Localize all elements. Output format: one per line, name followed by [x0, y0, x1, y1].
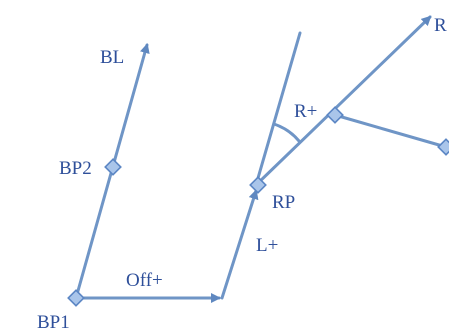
angle-arc: [272, 122, 301, 143]
branch-line: [333, 113, 448, 149]
rp-to-r-line: [254, 15, 432, 187]
r-plus-marker: [326, 106, 344, 124]
label-bl: BL: [100, 47, 124, 68]
label-bp1: BP1: [37, 312, 70, 331]
label-r-partial: R: [434, 15, 447, 36]
label-bp2: BP2: [59, 158, 92, 179]
bp1-marker: [67, 289, 85, 307]
bp2-marker: [104, 158, 122, 176]
label-rp: RP: [272, 192, 295, 213]
label-l-plus: L+: [256, 235, 278, 256]
rp-marker: [249, 176, 267, 194]
reference-line: [254, 31, 302, 187]
right-end-marker: [437, 138, 449, 156]
label-off-plus: Off+: [126, 270, 163, 291]
label-r-plus: R+: [294, 101, 317, 122]
length-line: [220, 189, 259, 300]
